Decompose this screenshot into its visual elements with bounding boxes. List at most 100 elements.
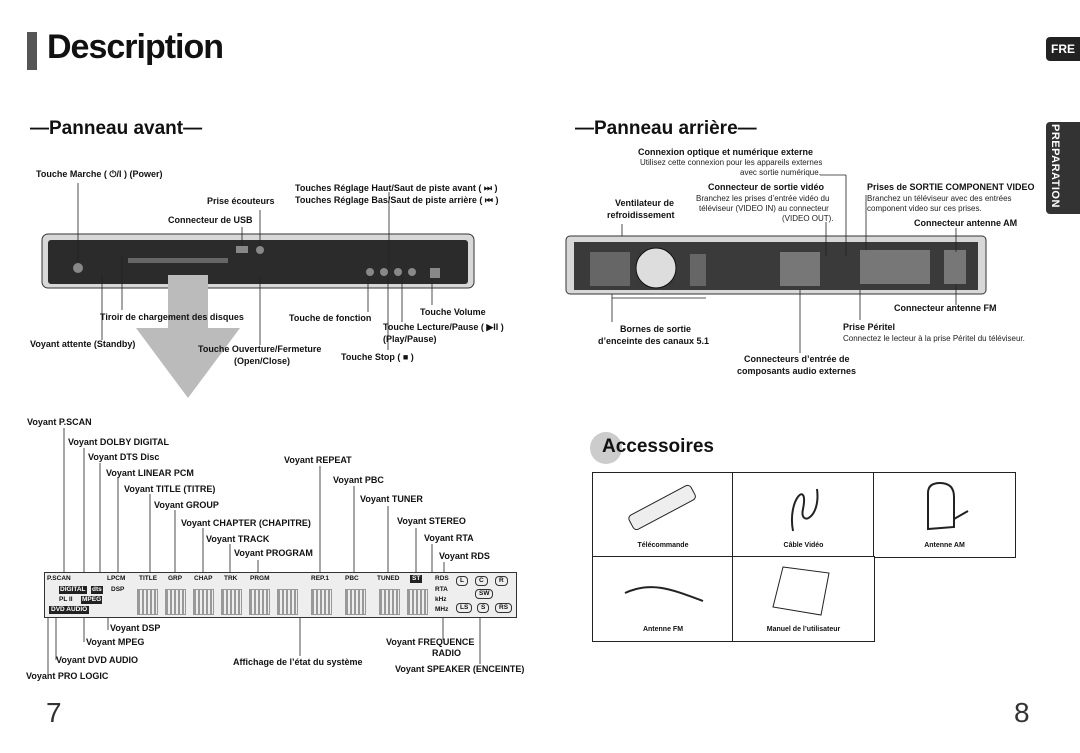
label-status: Affichage de l’état du système — [233, 657, 363, 667]
page-number-left: 7 — [46, 697, 62, 728]
accessory-fm-antenna: Antenne FM — [592, 556, 734, 642]
label-group: Voyant GROUP — [154, 500, 219, 510]
label-play-pause: Touche Lecture/Pause ( ▶II ) — [383, 322, 504, 332]
label-lpcm: Voyant LINEAR PCM — [106, 468, 194, 478]
label-function: Touche de fonction — [289, 313, 372, 323]
segment-digit — [311, 589, 332, 615]
disp-dvd-audio: DVD AUDIO — [49, 606, 90, 614]
label-power: Touche Marche ( ⏻/I ) (Power) — [36, 169, 163, 179]
label-open-close-en: (Open/Close) — [234, 356, 291, 366]
optical-desc-2: avec sortie numérique. — [740, 168, 821, 177]
label-optical: Connexion optique et numérique externe — [638, 147, 814, 157]
disp-dts: dts — [91, 586, 103, 594]
disp-khz: kHz — [435, 596, 447, 603]
disp-mpeg: MPEG — [81, 596, 103, 604]
label-stereo: Voyant STEREO — [397, 516, 466, 526]
component-desc-2: component video sur ces prises. — [867, 204, 982, 213]
disp-lpcm: LPCM — [107, 575, 126, 582]
disp-st: ST — [410, 575, 423, 583]
video-out-desc-2: téléviseur (VIDEO IN) au connecteur — [699, 204, 829, 213]
label-rds: Voyant RDS — [439, 551, 490, 561]
label-component: Prises de SORTIE COMPONENT VIDEO — [867, 182, 1035, 192]
label-skip-forward: Touches Réglage Haut/Saut de piste avant… — [295, 183, 498, 193]
language-tab: FRE — [1046, 37, 1080, 61]
label-pbc: Voyant PBC — [333, 475, 384, 485]
rear-panel-heading: —Panneau arrière— — [575, 118, 757, 139]
label-frequency-radio: RADIO — [432, 648, 461, 658]
label-am: Connecteur antenne AM — [914, 218, 1018, 228]
fm-antenna-icon — [624, 586, 704, 602]
disp-spk-s: S — [477, 603, 490, 613]
accessory-label: Câble Vidéo — [783, 542, 824, 549]
label-dolby: Voyant DOLBY DIGITAL — [68, 437, 170, 447]
am-antenna-icon — [927, 481, 969, 531]
segment-digit — [165, 589, 186, 615]
label-usb: Connecteur de USB — [168, 215, 253, 225]
disp-pl2: PL II — [59, 596, 73, 603]
front-display-panel: P.SCAN LPCM TITLE GRP CHAP TRK PRGM REP.… — [44, 572, 517, 618]
segment-digit — [221, 589, 242, 615]
disp-spk-ls: LS — [456, 603, 473, 613]
accessories-heading-box: Accessoires — [590, 432, 760, 464]
label-dts: Voyant DTS Disc — [88, 452, 160, 462]
video-out-desc-3: (VIDEO OUT). — [782, 214, 834, 223]
label-speakers-2: d’enceinte des canaux 5.1 — [598, 336, 710, 346]
page-title: Description — [47, 28, 224, 66]
title-accent-bar — [27, 32, 37, 70]
segment-digit — [345, 589, 366, 615]
disp-spk-sw: SW — [475, 589, 494, 599]
label-audio-in-2: composants audio externes — [737, 366, 857, 376]
disp-rds: RDS — [435, 575, 449, 582]
segment-digit — [193, 589, 214, 615]
segment-digit — [379, 589, 400, 615]
disp-dsp: DSP — [111, 586, 125, 593]
segment-digit — [249, 589, 270, 615]
usb-port — [236, 246, 248, 253]
label-open-close: Touche Ouverture/Fermeture — [198, 344, 322, 354]
component-desc-1: Branchez un téléviseur avec des entrées — [867, 194, 1012, 203]
accessory-am-antenna: Antenne AM — [873, 472, 1016, 558]
label-audio-in-1: Connecteurs d’entrée de — [744, 354, 850, 364]
headphone-jack — [256, 246, 264, 254]
label-fan-1: Ventilateur de — [615, 198, 675, 208]
video-out-desc-1: Branchez les prises d’entrée vidéo du — [696, 194, 830, 203]
section-tab: PREPARATION — [1046, 122, 1080, 214]
label-track: Voyant TRACK — [206, 534, 270, 544]
front-device-face — [48, 240, 468, 284]
label-scart: Prise Péritel — [843, 322, 896, 332]
label-frequency: Voyant FREQUENCE — [386, 637, 475, 647]
disp-grp: GRP — [168, 575, 183, 582]
accessory-label: Antenne AM — [924, 542, 965, 549]
disp-pbc: PBC — [345, 575, 359, 582]
disp-tuned: TUNED — [377, 575, 400, 582]
label-program: Voyant PROGRAM — [234, 548, 313, 558]
disp-rta: RTA — [435, 586, 448, 593]
segment-digit — [137, 589, 158, 615]
label-rta: Voyant RTA — [424, 533, 474, 543]
accessory-label: Antenne FM — [642, 626, 684, 633]
scart-desc: Connectez le lecteur à la prise Péritel … — [843, 334, 1025, 343]
label-standby: Voyant attente (Standby) — [30, 339, 136, 349]
label-fan-2: refroidissement — [607, 210, 675, 220]
disp-prgm: PRGM — [250, 575, 270, 582]
disp-rep1: REP.1 — [311, 575, 329, 582]
label-mpeg: Voyant MPEG — [86, 637, 145, 647]
disp-mhz: MHz — [435, 606, 449, 613]
label-pscan: Voyant P.SCAN — [27, 417, 92, 427]
label-tray: Tiroir de chargement des disques — [100, 312, 244, 322]
label-title: Voyant TITLE (TITRE) — [124, 484, 216, 494]
segment-digit — [277, 589, 298, 615]
cooling-fan — [635, 247, 677, 289]
label-video-out: Connecteur de sortie vidéo — [708, 182, 825, 192]
zoom-arrow — [136, 275, 240, 398]
accessory-label: Manuel de l’utilisateur — [766, 626, 841, 633]
page-number-right: 8 — [1014, 697, 1030, 728]
disp-spk-l: L — [456, 576, 468, 586]
label-skip-back: Touches Réglage Bas/Saut de piste arrièr… — [295, 195, 499, 205]
label-dsp: Voyant DSP — [110, 623, 161, 633]
optical-desc-1: Utilisez cette connexion pour les appare… — [640, 158, 823, 167]
power-button — [73, 263, 83, 273]
accessories-bubble — [590, 432, 622, 464]
label-speaker: Voyant SPEAKER (ENCEINTE) — [395, 664, 525, 674]
